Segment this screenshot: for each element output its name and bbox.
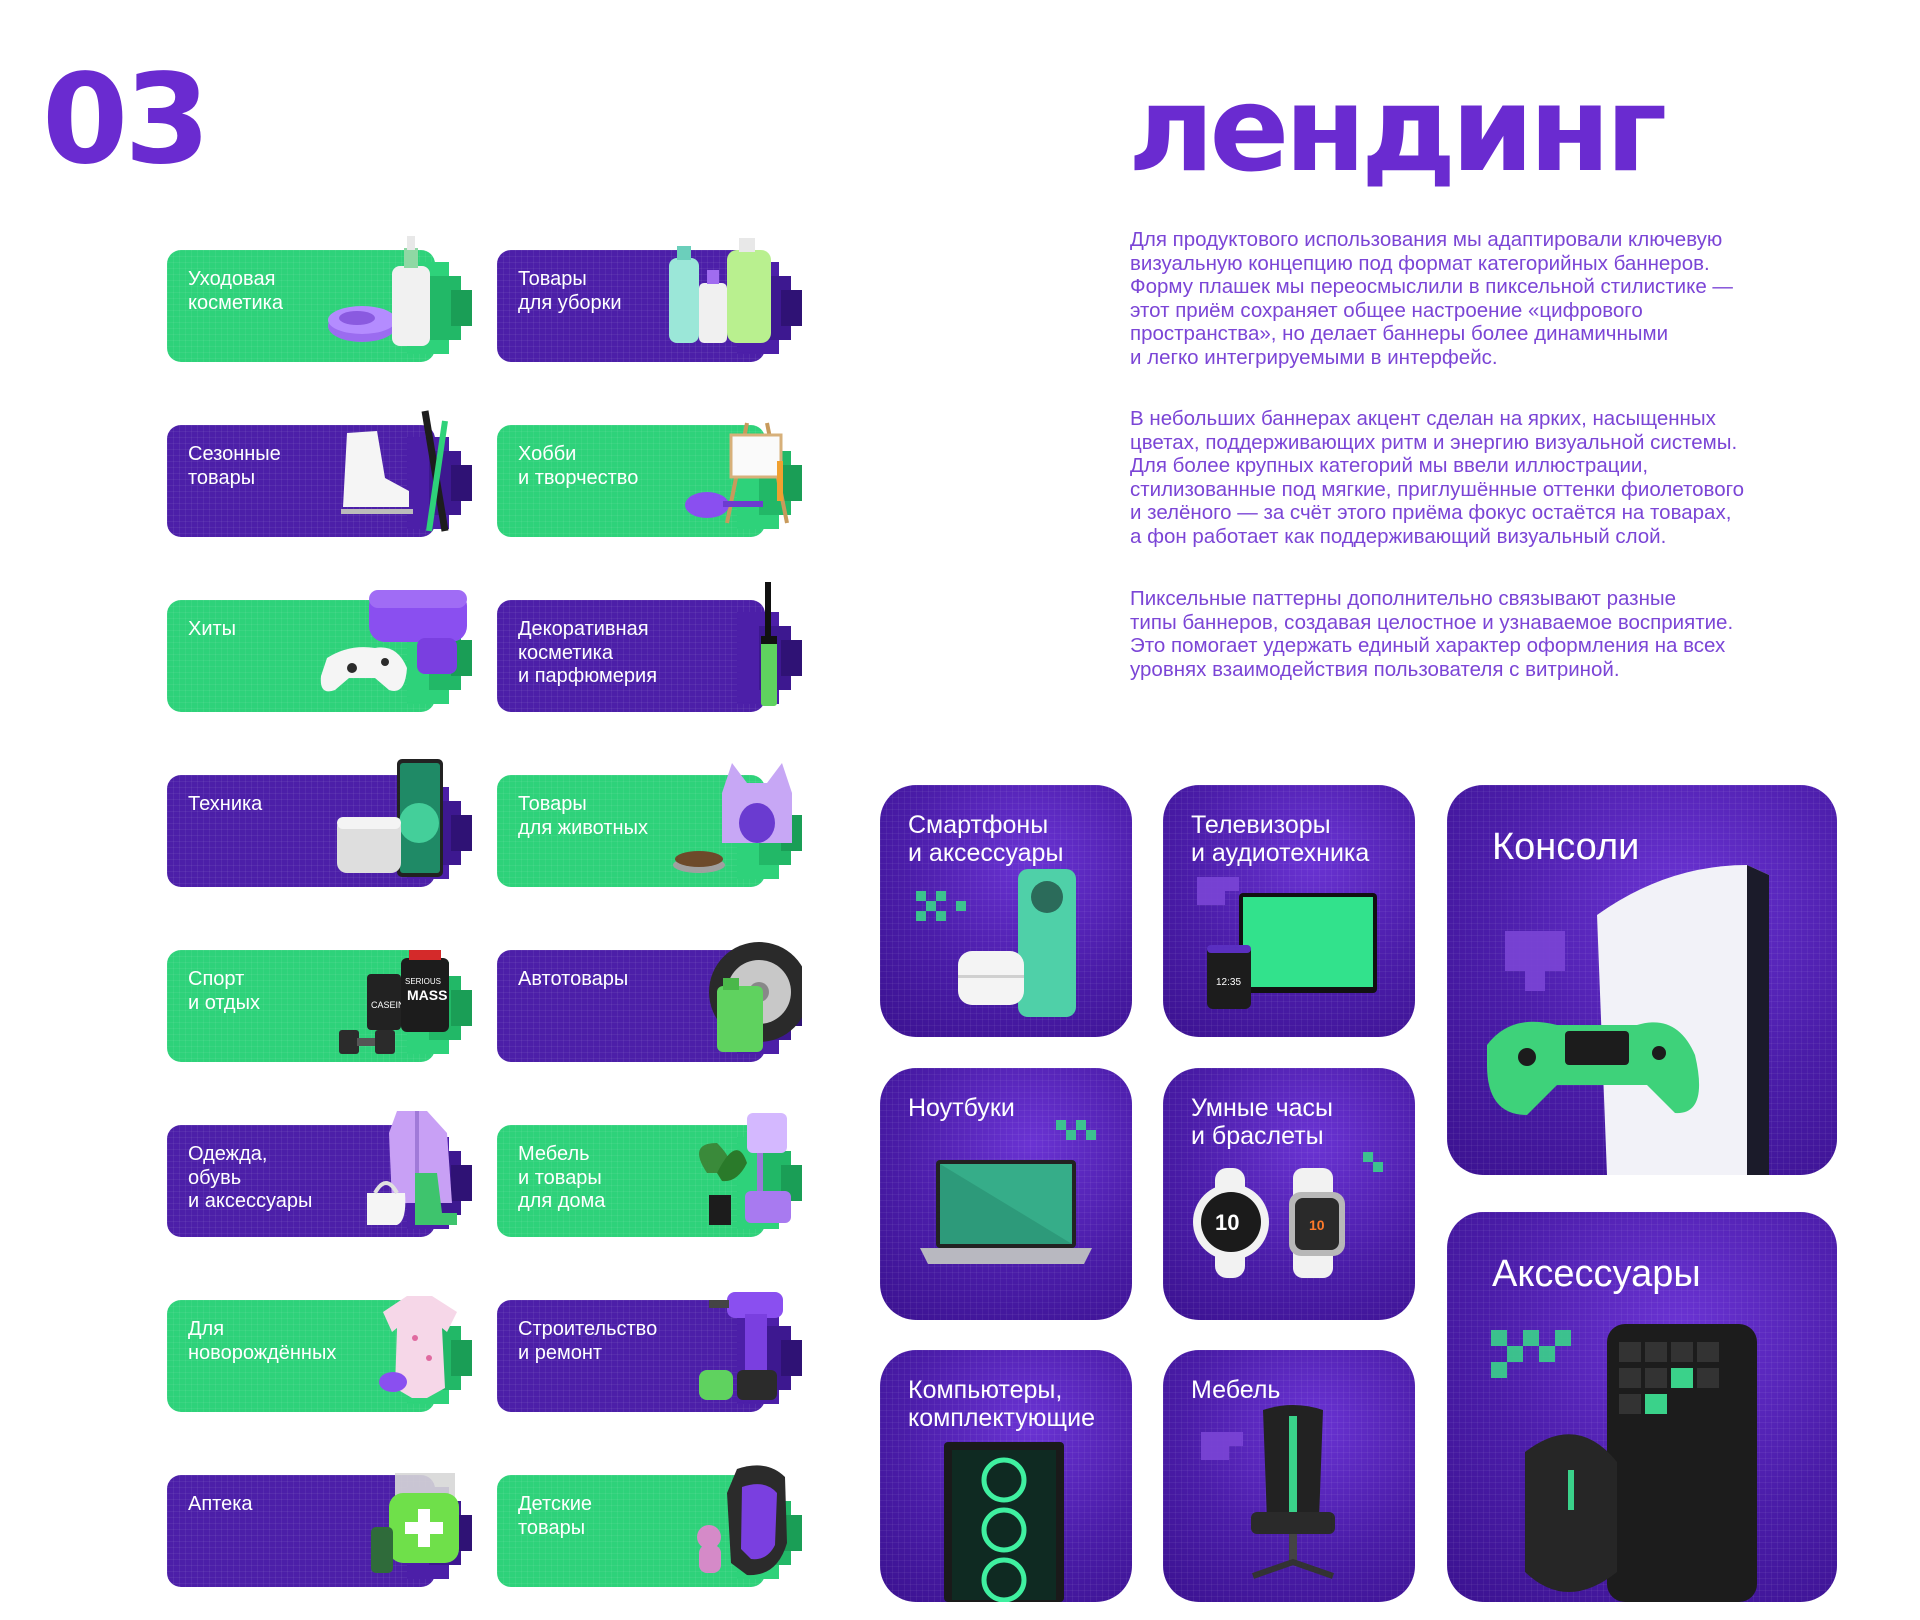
laptop-icon [920, 1120, 1096, 1264]
banner-label: Товары для уборки [518, 268, 622, 314]
tire-icon [709, 942, 802, 1052]
category-banner-electronics[interactable]: Техника [167, 753, 472, 887]
category-banner-sport[interactable]: Спорт и отдых CASEIN SERIOUS MASS [167, 928, 472, 1062]
baby-bodysuit-icon [379, 1296, 457, 1398]
drill-icon [699, 1292, 783, 1400]
category-banner-newborns[interactable]: Для новорождённых [167, 1278, 472, 1412]
gaming-chair-icon [1201, 1405, 1335, 1579]
category-banner-construction[interactable]: Строительство и ремонт [497, 1278, 802, 1412]
tile-furniture[interactable]: Мебель [1163, 1350, 1415, 1602]
first-aid-icon [371, 1473, 459, 1573]
banner-label: Декоративная косметика и парфюмерия [518, 618, 658, 687]
banner-label: Строительство и ремонт [518, 1318, 658, 1364]
jacket-icon [367, 1111, 457, 1225]
description-paragraph-2: В небольших баннерах акцент сделан на яр… [1130, 407, 1745, 548]
band-time: 10 [1309, 1217, 1325, 1233]
keyboard-mouse-icon [1491, 1324, 1757, 1602]
banner-label: Хобби и творчество [518, 443, 639, 489]
cleaning-bottles-icon [669, 238, 771, 343]
speaker-clock: 12:35 [1216, 977, 1241, 988]
tile-tv-audio[interactable]: Телевизоры и аудиотехника 12:35 [1163, 785, 1415, 1037]
tile-accessories[interactable]: Аксессуары [1447, 1212, 1837, 1602]
smartphone-earbuds-icon [916, 869, 1076, 1017]
category-banner-kids[interactable]: Детские товары [497, 1453, 802, 1587]
description-paragraph-1: Для продуктового использования мы адапти… [1130, 228, 1733, 369]
section-number: 03 [42, 48, 211, 192]
casein-label: CASEIN [371, 1000, 405, 1010]
category-banner-skincare[interactable]: Уходовая косметика [167, 228, 472, 362]
protein-brand-label: MASS [407, 987, 447, 1003]
banner-label: Одежда, обувь и аксессуары [188, 1143, 313, 1212]
protein-top-label: SERIOUS [405, 977, 441, 986]
banner-label: Уходовая косметика [188, 268, 283, 314]
category-banner-pets[interactable]: Товары для животных [497, 753, 802, 887]
car-seat-icon [697, 1465, 787, 1576]
pc-case-icon [944, 1442, 1064, 1602]
banner-label: Техника [188, 793, 263, 815]
tile-label: Консоли [1492, 826, 1640, 868]
category-banner-clothing[interactable]: Одежда, обувь и аксессуары [167, 1103, 472, 1237]
category-banner-auto[interactable]: Автотовары [497, 928, 802, 1062]
banner-label: Мебель и товары для дома [518, 1143, 606, 1212]
banner-label: Хиты [188, 618, 237, 640]
category-banner-hits[interactable]: Хиты [167, 578, 472, 712]
tile-smartwatches[interactable]: Умные часы и браслеты 10 10 [1163, 1068, 1415, 1320]
smartwatch-icon: 10 10 [1193, 1152, 1383, 1278]
mascara-icon [761, 582, 777, 706]
console-icon [1487, 865, 1769, 1175]
plant-icon [699, 1113, 791, 1225]
tile-computers[interactable]: Компьютеры, комплектующие [880, 1350, 1132, 1602]
tile-laptops[interactable]: Ноутбуки [880, 1068, 1132, 1320]
category-banner-hobby[interactable]: Хобби и творчество [497, 403, 802, 537]
smartphone-icon [337, 759, 443, 877]
tile-label: Умные часы и браслеты [1191, 1094, 1333, 1150]
tile-label: Смартфоны и аксессуары [908, 811, 1064, 867]
skate-icon [341, 410, 449, 532]
description-paragraph-3: Пиксельные паттерны дополнительно связыв… [1130, 587, 1734, 681]
banner-label: Товары для животных [518, 793, 648, 839]
banner-label: Для новорождённых [188, 1318, 337, 1364]
category-banner-makeup[interactable]: Декоративная косметика и парфюмерия [497, 578, 802, 712]
dumbbell-icon: CASEIN SERIOUS MASS [339, 950, 449, 1054]
tile-label: Ноутбуки [908, 1094, 1015, 1122]
watch-time: 10 [1215, 1210, 1239, 1235]
category-banner-furniture-home[interactable]: Мебель и товары для дома [497, 1103, 802, 1237]
banner-label: Сезонные товары [188, 443, 281, 489]
category-banner-cleaning[interactable]: Товары для уборки [497, 228, 802, 362]
banner-label: Аптека [188, 1493, 253, 1515]
banner-label: Автотовары [518, 968, 629, 990]
gamepad-icon [320, 590, 467, 692]
pet-house-icon [673, 763, 792, 873]
category-banner-pharmacy[interactable]: Аптека [167, 1453, 472, 1587]
banner-label: Детские товары [518, 1493, 592, 1539]
easel-icon [685, 422, 789, 524]
tile-label: Телевизоры и аудиотехника [1191, 811, 1370, 867]
tv-icon: 12:35 [1197, 877, 1377, 1009]
cosmetics-bottle-icon [328, 236, 430, 346]
tile-consoles[interactable]: Консоли [1447, 785, 1837, 1175]
tile-label: Мебель [1191, 1376, 1281, 1404]
tile-label: Аксессуары [1492, 1253, 1701, 1295]
banner-label: Спорт и отдых [188, 968, 260, 1014]
tile-label: Компьютеры, комплектующие [908, 1376, 1095, 1432]
tile-smartphones[interactable]: Смартфоны и аксессуары [880, 785, 1132, 1037]
category-banner-seasonal[interactable]: Сезонные товары [167, 403, 472, 537]
page-title: лендинг [1128, 60, 1667, 198]
